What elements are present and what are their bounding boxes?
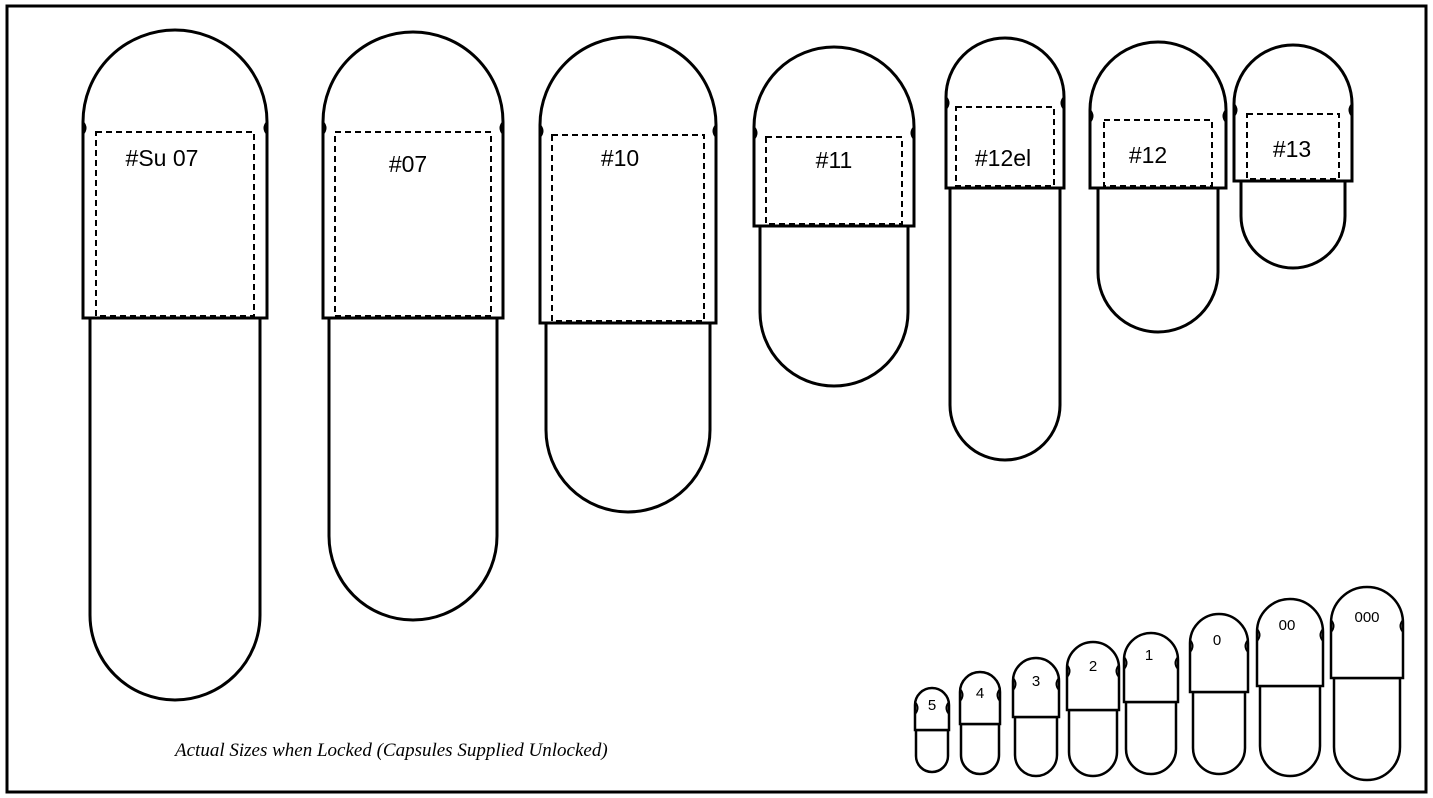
capsule-size-label: #11	[816, 147, 853, 173]
capsule-size-label: #10	[601, 145, 639, 171]
capsule-cap	[1122, 631, 1180, 704]
capsule-size-label: 3	[1032, 673, 1040, 690]
capsule-body	[1013, 715, 1059, 778]
lock-notch	[82, 121, 268, 135]
capsule-body	[544, 321, 712, 514]
capsule-size-label: 5	[928, 697, 936, 714]
capsule-body	[1258, 684, 1322, 778]
overlap-outline	[955, 106, 1055, 187]
capsule-size-label: 2	[1089, 658, 1097, 675]
large-capsules: #Su 07 #07 #10 #11 #12el #12 #13	[81, 28, 1354, 702]
small-capsule: 5	[913, 686, 951, 774]
large-capsule: #10	[538, 35, 718, 514]
lock-notch	[1066, 664, 1120, 678]
capsule-size-label: #12	[1129, 142, 1167, 168]
capsule-body	[1067, 708, 1119, 778]
capsule-cap	[81, 28, 269, 320]
capsule-body	[959, 722, 1001, 776]
overlap-outline	[551, 134, 705, 322]
capsule-size-label: 000	[1354, 609, 1379, 626]
overlap-outline	[765, 136, 903, 225]
capsule-body	[948, 186, 1062, 462]
capsule-cap	[1188, 612, 1250, 694]
lock-notch	[914, 701, 950, 715]
capsule-size-label: #07	[389, 151, 427, 177]
capsule-size-label: 1	[1145, 647, 1153, 664]
lock-notch	[1256, 628, 1324, 642]
small-capsule: 1	[1122, 631, 1180, 776]
large-capsule: #12el	[944, 36, 1066, 462]
capsule-body	[1191, 690, 1247, 776]
caption: Actual Sizes when Locked (Capsules Suppl…	[173, 740, 608, 761]
lock-notch	[1012, 677, 1060, 691]
lock-notch	[1089, 109, 1227, 123]
large-capsule: #Su 07	[81, 28, 269, 702]
lock-notch	[959, 688, 1001, 702]
small-capsule: 000	[1329, 585, 1405, 782]
small-capsule: 0	[1188, 612, 1250, 776]
lock-notch	[945, 96, 1065, 110]
overlap-outline	[95, 131, 255, 317]
capsule-cap	[1255, 597, 1325, 688]
capsule-size-label: 4	[976, 685, 984, 702]
overlap-outline	[1246, 113, 1340, 180]
capsule-size-label: 00	[1279, 617, 1296, 634]
small-capsule: 4	[958, 670, 1002, 776]
capsule-cap	[321, 30, 505, 320]
lock-notch	[322, 121, 504, 135]
capsule-cap	[1088, 40, 1228, 190]
capsule-body	[327, 316, 499, 622]
large-capsule: #12	[1088, 40, 1228, 334]
small-capsule: 3	[1011, 656, 1061, 778]
large-capsule: #13	[1232, 43, 1354, 270]
capsule-cap	[1065, 640, 1121, 712]
capsule-cap	[1329, 585, 1405, 680]
lock-notch	[753, 126, 915, 140]
capsule-body	[914, 728, 950, 774]
capsule-cap	[752, 45, 916, 228]
lock-notch	[1233, 103, 1353, 117]
overlap-outline	[1103, 119, 1213, 187]
capsule-body	[1239, 179, 1347, 270]
lock-notch	[1189, 639, 1249, 653]
capsule-size-label: 0	[1213, 632, 1221, 649]
lock-notch	[1330, 619, 1404, 633]
capsule-body	[758, 224, 910, 388]
capsule-cap	[538, 35, 718, 325]
capsule-size-label: #12el	[975, 145, 1031, 171]
capsule-size-label: #Su 07	[126, 145, 199, 171]
small-capsule: 2	[1065, 640, 1121, 778]
capsule-cap	[1011, 656, 1061, 719]
lock-notch	[539, 124, 717, 138]
capsule-body	[1124, 700, 1178, 776]
capsule-body	[1332, 676, 1402, 782]
capsule-body	[1096, 186, 1220, 334]
capsule-body	[88, 316, 262, 702]
lock-notch	[1123, 656, 1179, 670]
small-capsule: 00	[1255, 597, 1325, 778]
large-capsule: #07	[321, 30, 505, 622]
capsule-size-label: #13	[1273, 136, 1311, 162]
capsule-cap	[944, 36, 1066, 190]
large-capsule: #11	[752, 45, 916, 388]
